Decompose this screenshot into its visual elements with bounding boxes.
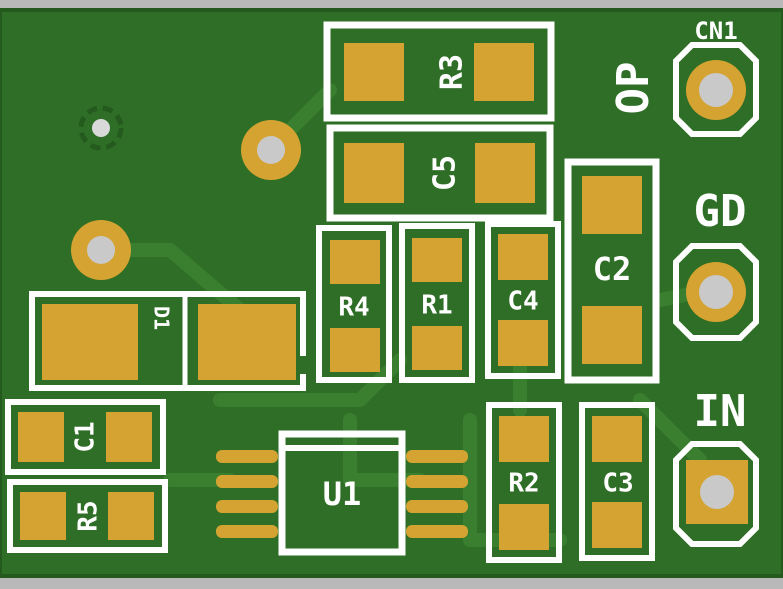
component-c2: C2 [564, 158, 660, 384]
r2-outline [486, 402, 562, 563]
r4-outline [316, 225, 392, 383]
via-hole [257, 136, 285, 164]
r3-label: R3 [435, 54, 470, 90]
c1-pad-1 [18, 412, 64, 462]
u1-pin [406, 500, 468, 513]
u1-pins-left [216, 450, 278, 538]
c4-outline [485, 221, 561, 379]
u1-label: U1 [323, 475, 362, 513]
gd-pad-outline [673, 243, 759, 341]
component-r2: R2 [486, 402, 562, 563]
fiducial-center [92, 119, 110, 137]
r4-pad-1 [330, 240, 380, 284]
component-c1: C1 [5, 399, 166, 475]
c3-pad-1 [592, 416, 642, 462]
r5-outline [7, 479, 168, 553]
r5-pad-2 [108, 492, 154, 540]
component-r4: R4 [316, 225, 392, 383]
c1-outline [5, 399, 166, 475]
c5-outline [326, 124, 554, 222]
component-r1: R1 [399, 223, 475, 383]
r1-pad-1 [412, 238, 462, 282]
component-c3: C3 [579, 402, 655, 561]
component-u1: U1 [216, 430, 468, 556]
u1-pin [216, 475, 278, 488]
component-c5: C5 [326, 124, 554, 222]
cn1-label: CN1 [694, 17, 737, 45]
in-pad-outline [673, 441, 759, 547]
r5-pad-1 [20, 492, 66, 540]
c2-pad-2 [582, 306, 642, 364]
op-pad-outline [673, 42, 759, 137]
c2-label: C2 [593, 250, 632, 288]
r5-label: R5 [74, 500, 104, 531]
in-hole [700, 475, 734, 509]
in-label: IN [694, 386, 747, 437]
r3-outline [323, 21, 555, 122]
r3-pad-1 [344, 43, 404, 101]
via-hole [87, 236, 115, 264]
connector-cn1: CN1 OP GD IN [608, 17, 759, 547]
r3-pad-2 [474, 43, 534, 101]
d1-label: D1 [150, 306, 174, 330]
board-edge [0, 8, 783, 578]
r1-label: R1 [421, 291, 452, 321]
d1-outline [29, 291, 306, 391]
c3-outline [579, 402, 655, 561]
gd-hole [699, 275, 733, 309]
c5-pad-1 [344, 143, 404, 203]
r2-label: R2 [508, 469, 539, 499]
c4-pad-2 [498, 320, 548, 366]
u1-outline [278, 430, 406, 556]
component-r5: R5 [7, 479, 168, 553]
c4-pad-1 [498, 234, 548, 280]
u1-pin [406, 525, 468, 538]
c3-pad-2 [592, 502, 642, 548]
u1-pin [216, 500, 278, 513]
c2-pad-1 [582, 176, 642, 234]
r1-pad-2 [412, 326, 462, 370]
c1-pad-2 [106, 412, 152, 462]
c1-label: C1 [71, 421, 101, 452]
r2-pad-2 [499, 504, 549, 550]
c5-label: C5 [428, 155, 463, 191]
r2-pad-1 [499, 416, 549, 462]
c2-outline [564, 158, 660, 384]
d1-pad-1 [42, 304, 138, 380]
component-r3: R3 [323, 21, 555, 122]
trace [343, 413, 427, 487]
component-d1: D1 [29, 291, 306, 391]
u1-pins-right [406, 450, 468, 538]
r1-outline [399, 223, 475, 383]
r4-label: R4 [338, 293, 369, 323]
gd-label: GD [694, 186, 747, 237]
r4-pad-2 [330, 328, 380, 372]
vias [71, 105, 301, 280]
c5-pad-2 [475, 143, 535, 203]
component-c4: C4 [485, 221, 561, 379]
u1-pin [406, 450, 468, 463]
u1-pin [406, 475, 468, 488]
d1-pad-2 [198, 304, 296, 380]
fiducial-ring [78, 105, 124, 151]
op-label: OP [608, 62, 659, 115]
u1-pin [216, 525, 278, 538]
c3-label: C3 [602, 469, 633, 499]
c4-label: C4 [507, 287, 538, 317]
op-hole [699, 73, 733, 107]
u1-pin [216, 450, 278, 463]
